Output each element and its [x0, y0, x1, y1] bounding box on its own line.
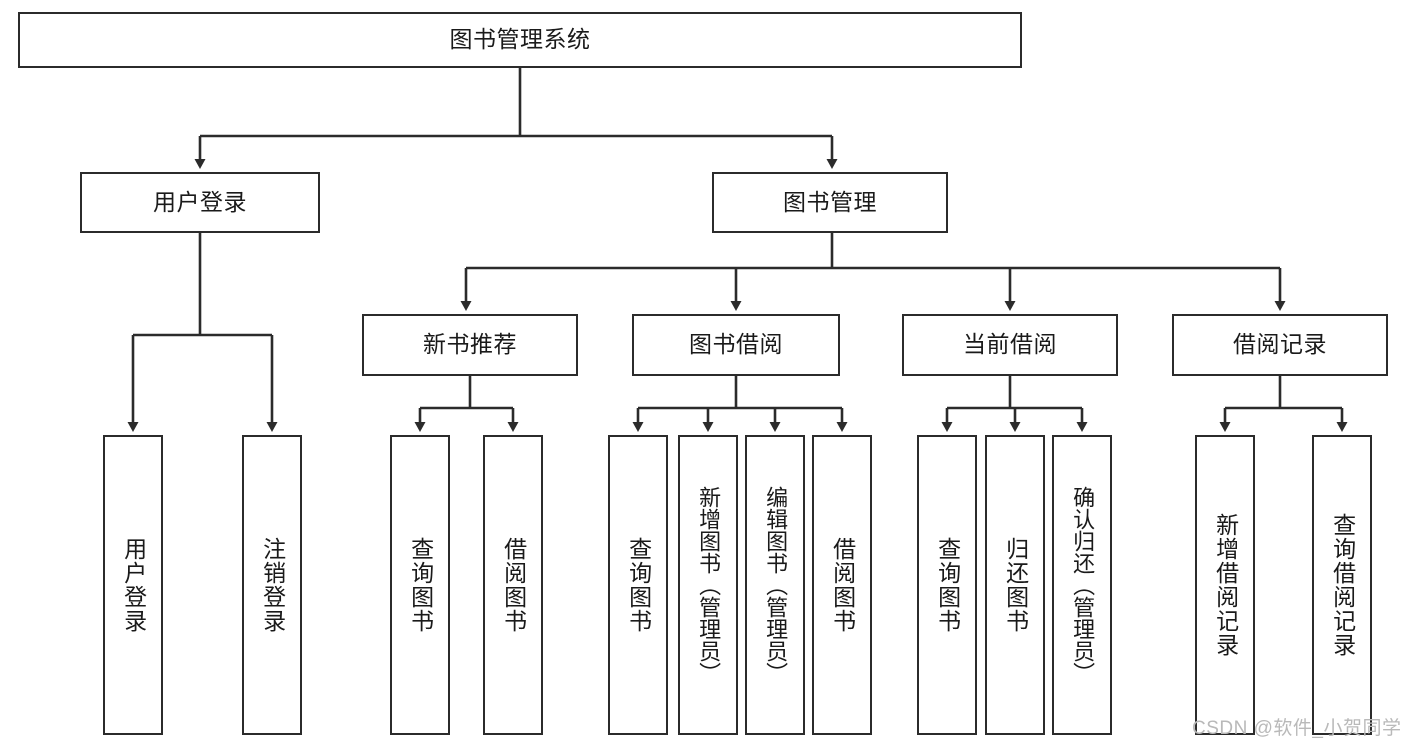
node-label: 注销登录: [259, 537, 286, 633]
node-leaf-user-login[interactable]: 用户登录: [103, 435, 163, 735]
node-leaf-add-book[interactable]: 新增图书（管理员）: [678, 435, 738, 735]
node-current-borrow[interactable]: 当前借阅: [902, 314, 1118, 376]
node-label: 新增借阅记录: [1212, 513, 1239, 657]
node-book-borrow[interactable]: 图书借阅: [632, 314, 840, 376]
node-leaf-query-book-3[interactable]: 查询图书: [917, 435, 977, 735]
node-label: 新书推荐: [423, 331, 517, 358]
watermark-text: CSDN @软件_小贺同学: [1192, 718, 1402, 739]
node-leaf-borrow-book-2[interactable]: 借阅图书: [812, 435, 872, 735]
node-label: 确认归还（管理员）: [1070, 486, 1096, 684]
node-label: 新增图书（管理员）: [696, 486, 722, 684]
node-label: 借阅图书: [500, 537, 527, 633]
node-leaf-add-borrow-record[interactable]: 新增借阅记录: [1195, 435, 1255, 735]
node-label: 查询图书: [934, 537, 961, 633]
node-leaf-query-book-2[interactable]: 查询图书: [608, 435, 668, 735]
node-label: 归还图书: [1002, 537, 1029, 633]
node-leaf-query-book-1[interactable]: 查询图书: [390, 435, 450, 735]
node-label: 查询借阅记录: [1329, 513, 1356, 657]
node-borrow-record[interactable]: 借阅记录: [1172, 314, 1388, 376]
node-leaf-borrow-book-1[interactable]: 借阅图书: [483, 435, 543, 735]
node-label: 查询图书: [625, 537, 652, 633]
node-label: 当前借阅: [963, 331, 1057, 358]
node-label: 图书借阅: [689, 331, 783, 358]
node-label: 图书管理: [783, 188, 877, 215]
node-label: 借阅图书: [829, 537, 856, 633]
node-root-book-management-system[interactable]: 图书管理系统: [18, 12, 1022, 68]
node-label: 查询图书: [407, 537, 434, 633]
node-label: 用户登录: [153, 188, 247, 215]
node-book-manage[interactable]: 图书管理: [712, 172, 948, 233]
node-leaf-query-borrow-record[interactable]: 查询借阅记录: [1312, 435, 1372, 735]
node-label: 用户登录: [120, 537, 147, 633]
node-label: 图书管理系统: [449, 26, 591, 53]
node-leaf-confirm-return[interactable]: 确认归还（管理员）: [1052, 435, 1112, 735]
node-leaf-edit-book[interactable]: 编辑图书（管理员）: [745, 435, 805, 735]
node-user-login[interactable]: 用户登录: [80, 172, 320, 233]
node-leaf-logout-login[interactable]: 注销登录: [242, 435, 302, 735]
node-new-book-recommend[interactable]: 新书推荐: [362, 314, 578, 376]
node-label: 编辑图书（管理员）: [763, 486, 789, 684]
node-leaf-return-book[interactable]: 归还图书: [985, 435, 1045, 735]
node-label: 借阅记录: [1233, 331, 1327, 358]
